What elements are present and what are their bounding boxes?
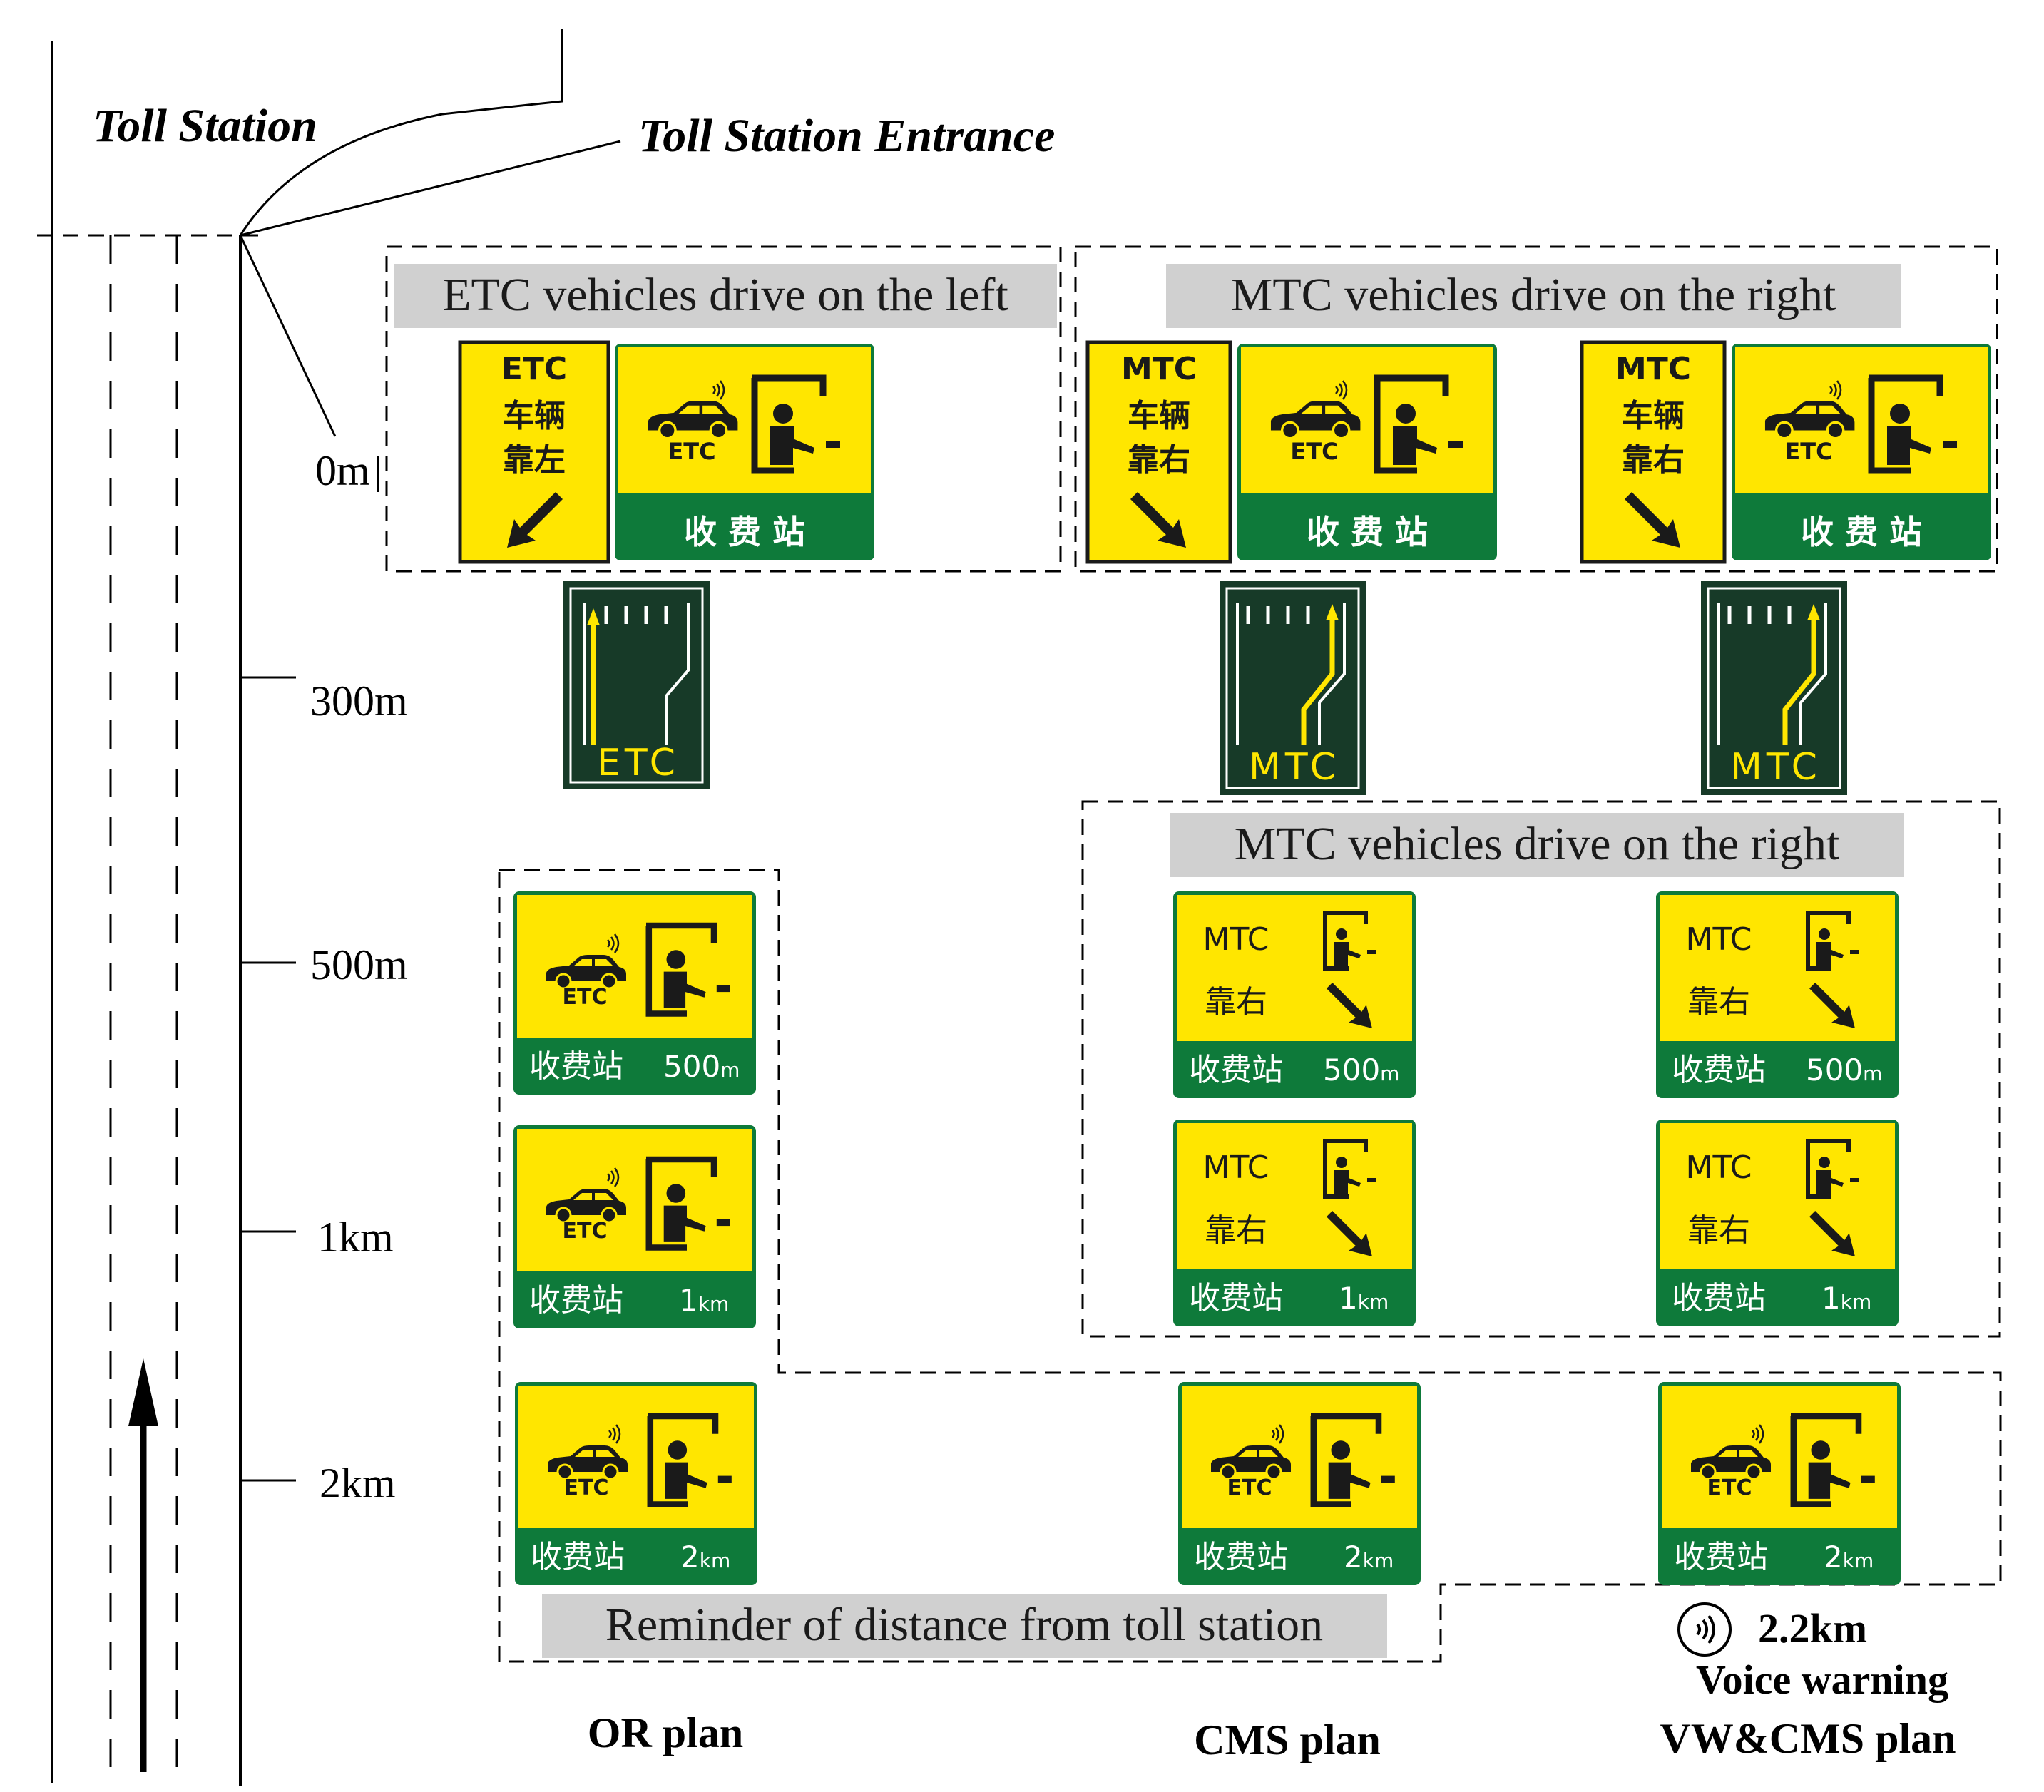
svg-text:ETC: ETC (1290, 438, 1338, 465)
svg-text:收费站: 收费站 (529, 1048, 623, 1085)
svg-text:ETC: ETC (668, 438, 715, 465)
svg-text:收费站: 收费站 (1189, 1280, 1283, 1316)
svg-text:1km: 1km (679, 1283, 729, 1318)
svg-text:车辆: 车辆 (503, 398, 566, 434)
arrow-up-icon (1807, 604, 1820, 620)
voice-distance-label: 2.2km (1758, 1605, 1867, 1652)
caption-etc-left: ETC vehicles drive on the left (394, 264, 1057, 328)
svg-text:2km: 2km (1824, 1540, 1874, 1575)
svg-text:收费站: 收费站 (1672, 1280, 1766, 1316)
svg-text:ETC: ETC (597, 742, 680, 784)
etc-distance-sign-500m: ETC 收费站 500m (513, 891, 756, 1095)
distance-ticks (240, 676, 296, 1482)
svg-text:ETC: ETC (563, 985, 608, 1010)
svg-text:1km: 1km (1339, 1281, 1389, 1316)
etc-lane-guide-sign: ETC (563, 581, 710, 789)
caption-reminder: Reminder of distance from toll station (542, 1594, 1387, 1658)
svg-text:ETC: ETC (1784, 438, 1832, 465)
mtc-lane-sign: MTC 车辆 靠右 (1085, 340, 1232, 564)
svg-text:500m: 500m (1806, 1053, 1882, 1087)
svg-text:靠右: 靠右 (1205, 1212, 1267, 1249)
svg-text:1km: 1km (1821, 1281, 1871, 1316)
svg-text:收费站: 收费站 (1672, 1052, 1766, 1088)
svg-text:2km: 2km (1344, 1540, 1394, 1575)
direction-arrow-icon (128, 1358, 158, 1772)
mtc-distance-sign-1km: MTC 靠右 收费站 1km (1656, 1120, 1899, 1326)
svg-text:ETC: ETC (563, 1219, 608, 1244)
mtc-distance-sign-500m: MTC 靠右 收费站 500m (1173, 891, 1416, 1098)
svg-text:ETC: ETC (564, 1475, 609, 1500)
svg-text:ETC: ETC (501, 351, 567, 387)
svg-text:MTC: MTC (1686, 1150, 1752, 1186)
svg-text:MTC: MTC (1203, 1150, 1269, 1186)
svg-text:MTC: MTC (1615, 351, 1691, 387)
svg-text:500m: 500m (663, 1049, 740, 1084)
voice-warning-label: Voice warning (1696, 1657, 1948, 1703)
svg-text:收 费 站: 收 费 站 (684, 513, 805, 551)
mtc-lane-sign: MTC 车辆 靠右 (1580, 340, 1727, 564)
mtc-distance-sign-500m: MTC 靠右 收费站 500m (1656, 891, 1899, 1098)
toll-station-sign: ETC 收 费 站 (1237, 344, 1497, 560)
svg-text:收费站: 收费站 (1189, 1052, 1283, 1088)
voice-signal-icon (1677, 1602, 1732, 1657)
plan-label-or: OR plan (588, 1709, 743, 1756)
svg-text:收 费 站: 收 费 站 (1801, 513, 1922, 551)
svg-text:ETC: ETC (1707, 1475, 1752, 1500)
svg-text:500m: 500m (1323, 1053, 1399, 1087)
svg-text:车辆: 车辆 (1128, 398, 1190, 434)
etc-distance-sign-2km: ETC 收费站 2km (515, 1382, 757, 1585)
voice-warning: 2.2km Voice warning (1677, 1602, 1948, 1703)
svg-text:Reminder of distance from toll: Reminder of distance from toll station (605, 1599, 1323, 1651)
svg-text:靠左: 靠左 (503, 442, 566, 478)
svg-text:收费站: 收费站 (1674, 1539, 1768, 1575)
svg-text:靠右: 靠右 (1687, 1212, 1750, 1249)
etc-distance-sign-2km: ETC 收费站 2km (1658, 1382, 1901, 1585)
svg-text:靠右: 靠右 (1687, 984, 1750, 1020)
toll-station-sign: ETC 收 费 站 (1732, 344, 1991, 560)
caption-mtc-right-top: MTC vehicles drive on the right (1166, 264, 1901, 328)
plan-label-vw-cms: VW&CMS plan (1660, 1715, 1956, 1762)
mtc-distance-sign-1km: MTC 靠右 收费站 1km (1173, 1120, 1416, 1326)
distance-label-300m: 300m (310, 677, 408, 725)
toll-station-entrance-label: Toll Station Entrance (638, 110, 1055, 162)
svg-text:ETC: ETC (1227, 1475, 1272, 1500)
toll-station-label: Toll Station (93, 100, 317, 152)
toll-station-sign: ETC 收 费 站 (615, 344, 874, 560)
plan-label-cms: CMS plan (1194, 1716, 1381, 1763)
etc-lane-sign: ETC 车辆 靠左 (458, 340, 610, 564)
svg-text:收费站: 收费站 (1194, 1539, 1288, 1575)
arrow-up-icon (1326, 604, 1339, 620)
etc-distance-sign-1km: ETC 收费站 1km (513, 1125, 756, 1328)
distance-label-0m: 0m (315, 447, 370, 494)
distance-label-500m: 500m (310, 941, 408, 988)
svg-text:2km: 2km (680, 1540, 730, 1575)
svg-text:靠右: 靠右 (1128, 442, 1190, 478)
svg-text:收费站: 收费站 (529, 1282, 623, 1319)
svg-text:靠右: 靠右 (1205, 984, 1267, 1020)
svg-text:ETC vehicles drive on the left: ETC vehicles drive on the left (442, 269, 1008, 321)
svg-text:收费站: 收费站 (531, 1539, 625, 1575)
etc-distance-sign-2km: ETC 收费站 2km (1178, 1382, 1421, 1585)
svg-text:MTC vehicles drive on the righ: MTC vehicles drive on the right (1231, 269, 1836, 321)
svg-text:MTC: MTC (1203, 921, 1269, 958)
distance-label-2km: 2km (320, 1460, 396, 1507)
distance-label-1km: 1km (317, 1214, 394, 1261)
svg-text:车辆: 车辆 (1622, 398, 1685, 434)
svg-text:靠右: 靠右 (1622, 442, 1685, 478)
svg-text:MTC: MTC (1730, 746, 1821, 789)
road (37, 29, 621, 1786)
group-boxes (385, 245, 2002, 1663)
svg-text:MTC: MTC (1121, 351, 1197, 387)
svg-text:收 费 站: 收 费 站 (1307, 513, 1428, 551)
svg-text:MTC vehicles drive on the righ: MTC vehicles drive on the right (1235, 818, 1840, 870)
mtc-lane-guide-sign: MTC (1220, 581, 1366, 795)
svg-text:MTC: MTC (1249, 746, 1340, 789)
svg-text:MTC: MTC (1686, 921, 1752, 958)
mtc-lane-guide-sign: MTC (1701, 581, 1847, 795)
caption-mtc-right-mid: MTC vehicles drive on the right (1170, 813, 1904, 877)
arrow-up-icon (587, 608, 600, 625)
